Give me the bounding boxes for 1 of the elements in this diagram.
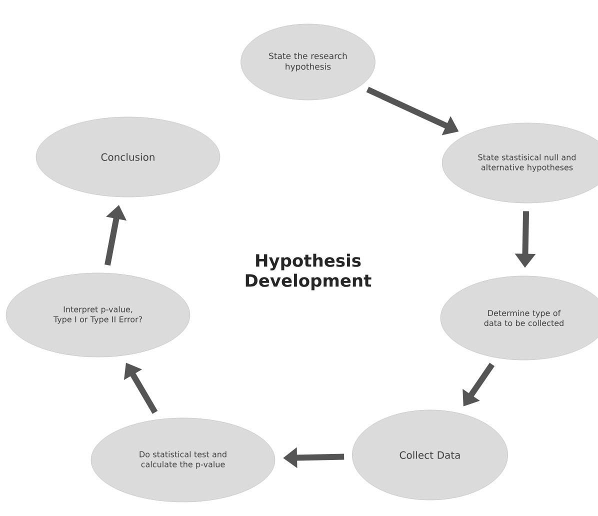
- title: Hypothesis Development: [246, 254, 372, 290]
